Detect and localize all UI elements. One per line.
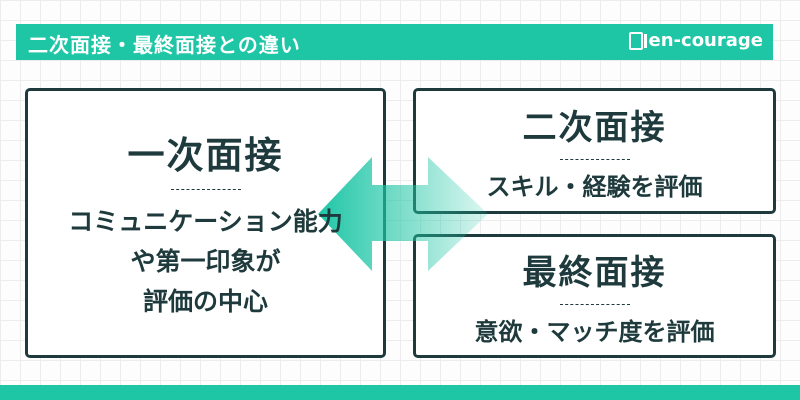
logo: en-courage [628, 30, 763, 51]
header-bar: 二次面接・最終面接との違い en-courage [16, 24, 773, 60]
final-interview-desc: 意欲・マッチ度を評価 [474, 318, 715, 346]
divider [170, 188, 241, 190]
logo-text: en-courage [648, 30, 763, 51]
second-interview-title: 二次面接 [522, 108, 667, 148]
first-interview-card: 一次面接 コミュニケーション能力 や第一印象が 評価の中心 [25, 88, 386, 358]
second-interview-desc: スキル・経験を評価 [486, 173, 703, 201]
page-title: 二次面接・最終面接との違い [28, 33, 301, 57]
final-interview-title: 最終面接 [522, 253, 667, 293]
divider [559, 304, 630, 305]
first-interview-title: 一次面接 [127, 133, 284, 177]
footer-bar [0, 385, 800, 400]
double-arrow-icon [318, 157, 488, 271]
book-icon [628, 31, 647, 50]
first-interview-line: 評価の中心 [142, 286, 268, 316]
divider [559, 159, 630, 160]
first-interview-line: コミュニケーション能力 [68, 206, 343, 236]
final-interview-card: 最終面接 意欲・マッチ度を評価 [413, 234, 776, 358]
first-interview-line: や第一印象が [130, 246, 281, 276]
second-interview-card: 二次面接 スキル・経験を評価 [413, 88, 776, 214]
